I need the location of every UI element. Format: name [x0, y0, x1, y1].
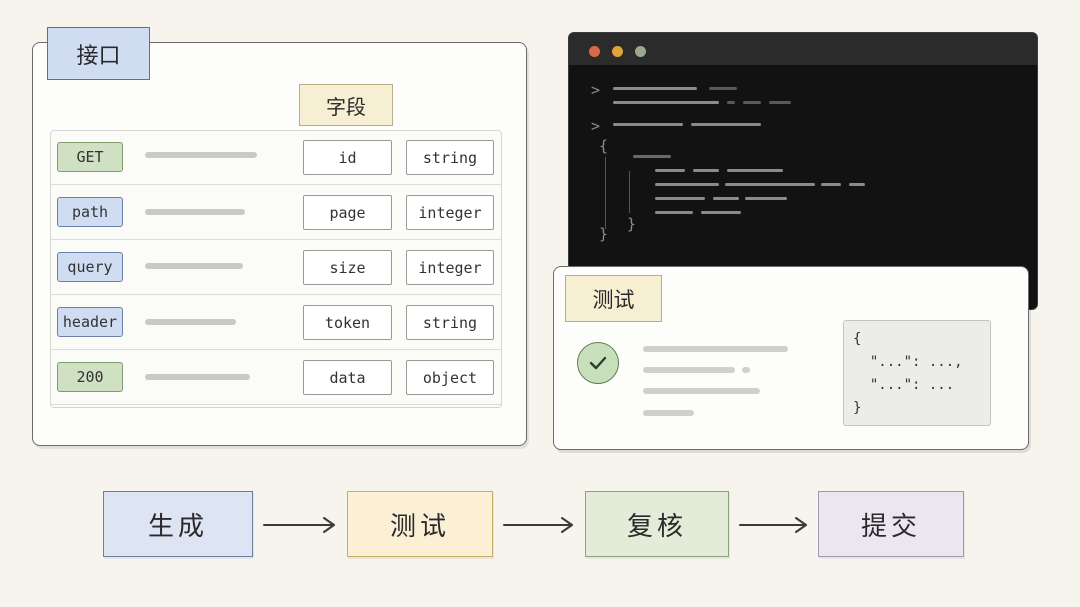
result-text-placeholder — [643, 367, 735, 373]
table-row[interactable]: 200 data object — [50, 350, 502, 405]
code-line — [655, 197, 705, 200]
flow-step-test: 测试 — [347, 491, 493, 557]
field-type-cell: integer — [406, 250, 494, 285]
flow-step-generate: 生成 — [103, 491, 253, 557]
flow-step-review: 复核 — [585, 491, 729, 557]
table-row[interactable]: GET id string — [50, 130, 502, 185]
code-line — [769, 101, 791, 104]
field-type-cell: object — [406, 360, 494, 395]
code-line — [701, 211, 741, 214]
field-name-cell: page — [303, 195, 392, 230]
indent-guide — [605, 157, 606, 229]
open-brace: { — [599, 137, 609, 155]
close-dot-icon[interactable] — [589, 46, 600, 57]
prompt-chevron-icon: > — [591, 117, 601, 135]
table-row[interactable]: path page integer — [50, 185, 502, 240]
field-name-cell: data — [303, 360, 392, 395]
terminal-titlebar — [569, 33, 1037, 65]
description-placeholder — [145, 152, 257, 158]
method-badge: 200 — [57, 362, 123, 392]
code-line — [691, 123, 761, 126]
json-line: { — [853, 331, 862, 347]
method-badge: header — [57, 307, 123, 337]
code-line — [709, 87, 737, 90]
code-line — [655, 183, 719, 186]
method-badge: path — [57, 197, 123, 227]
result-text-placeholder — [643, 388, 760, 394]
field-type-cell: integer — [406, 195, 494, 230]
json-line: "...": ..., — [853, 354, 963, 370]
maximize-dot-icon[interactable] — [635, 46, 646, 57]
code-line — [613, 87, 697, 90]
code-line — [633, 155, 671, 158]
check-circle-icon — [577, 342, 619, 384]
code-line — [727, 101, 735, 104]
code-line — [849, 183, 865, 186]
code-line — [745, 197, 787, 200]
field-column-header: 字段 — [299, 84, 393, 126]
description-placeholder — [145, 209, 245, 215]
code-line — [693, 169, 719, 172]
description-placeholder — [145, 263, 243, 269]
prompt-chevron-icon: > — [591, 81, 601, 99]
code-line — [613, 101, 719, 104]
field-type-cell: string — [406, 305, 494, 340]
interface-title: 接口 — [47, 27, 150, 80]
table-row[interactable]: header token string — [50, 295, 502, 350]
table-row[interactable]: query size integer — [50, 240, 502, 295]
checkmark-icon — [589, 356, 607, 370]
description-placeholder — [145, 319, 236, 325]
field-name-cell: id — [303, 140, 392, 175]
code-line — [713, 197, 739, 200]
result-text-placeholder — [742, 367, 750, 373]
code-line — [655, 211, 693, 214]
json-line: "...": ... — [853, 377, 955, 393]
arrow-right-icon — [739, 517, 807, 533]
description-placeholder — [145, 374, 250, 380]
test-title: 测试 — [565, 275, 662, 322]
field-type-cell: string — [406, 140, 494, 175]
json-line: } — [853, 400, 862, 416]
code-line — [743, 101, 761, 104]
field-name-cell: size — [303, 250, 392, 285]
arrow-right-icon — [503, 517, 573, 533]
code-line — [725, 183, 815, 186]
result-text-placeholder — [643, 346, 788, 352]
flow-step-submit: 提交 — [818, 491, 964, 557]
code-line — [655, 169, 685, 172]
field-name-cell: token — [303, 305, 392, 340]
method-badge: query — [57, 252, 123, 282]
result-text-placeholder — [643, 410, 694, 416]
json-preview: { "...": ..., "...": ... } — [843, 320, 991, 426]
close-brace: } — [627, 215, 637, 233]
code-line — [613, 123, 683, 126]
arrow-right-icon — [263, 517, 335, 533]
minimize-dot-icon[interactable] — [612, 46, 623, 57]
method-badge: GET — [57, 142, 123, 172]
code-line — [727, 169, 783, 172]
code-line — [821, 183, 841, 186]
indent-guide — [629, 171, 630, 213]
close-brace: } — [599, 225, 609, 243]
